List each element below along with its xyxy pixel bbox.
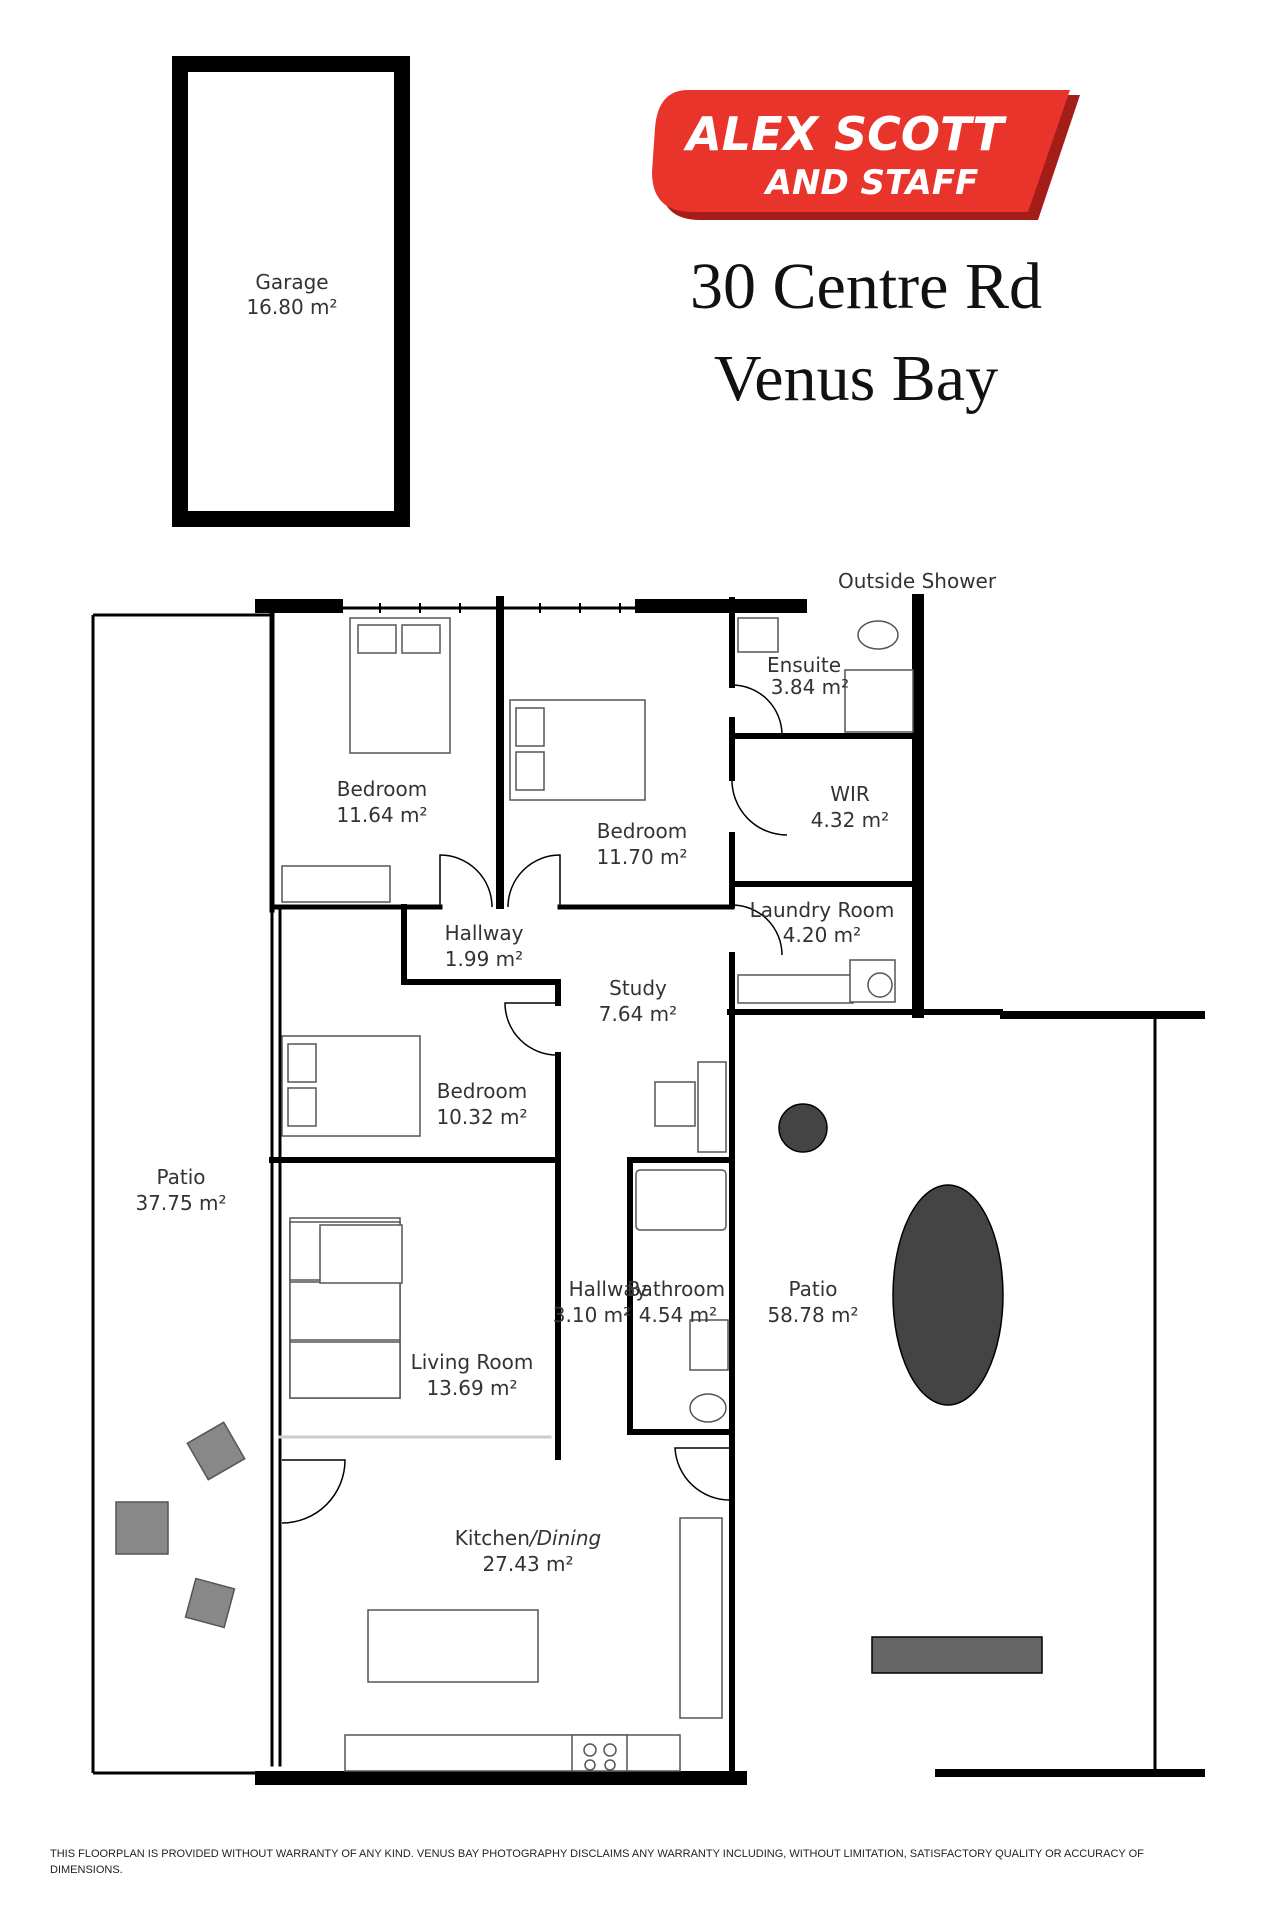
hallway1-name: Hallway — [445, 921, 524, 945]
wir-area: 4.32 m² — [811, 808, 889, 832]
windows — [379, 603, 621, 613]
disclaimer: THIS FLOORPLAN IS PROVIDED WITHOUT WARRA… — [50, 1848, 1144, 1876]
laundry-area: 4.20 m² — [783, 923, 861, 947]
kitchen-name: Kitchen/Dining — [455, 1526, 601, 1550]
hallway2-area: 3.10 m² — [553, 1303, 631, 1327]
bathroom-area: 4.54 m² — [639, 1303, 717, 1327]
logo-line2: AND STAFF — [763, 163, 979, 203]
address-street: 30 Centre Rd — [690, 250, 1042, 323]
bedroom1-name: Bedroom — [337, 777, 427, 801]
wir-name: WIR — [830, 782, 870, 806]
garage-area: 16.80 m² — [246, 295, 337, 319]
ensuite-name: Ensuite — [767, 653, 841, 677]
garage-name: Garage — [255, 270, 328, 294]
room-labels: Bedroom 11.64 m² Bedroom 11.70 m² Ensuit… — [135, 569, 996, 1576]
outside-shower-label: Outside Shower — [838, 569, 997, 593]
garage: Garage 16.80 m² — [172, 56, 410, 527]
brand-logo: ALEX SCOTT AND STAFF — [652, 90, 1080, 220]
hallway2-name: Hallway — [569, 1277, 648, 1301]
door-swings — [281, 684, 788, 1524]
logo-line1: ALEX SCOTT — [683, 107, 1007, 161]
laundry-name: Laundry Room — [750, 898, 895, 922]
kitchen-name-suffix: /Dining — [528, 1526, 601, 1550]
bathroom-name: Bathroom — [627, 1277, 725, 1301]
house-walls — [255, 594, 1003, 1785]
bedroom3-area: 10.32 m² — [436, 1105, 527, 1129]
kitchen-area: 27.43 m² — [482, 1552, 573, 1576]
patio-left — [91, 613, 270, 1775]
living-name: Living Room — [411, 1350, 534, 1374]
bedroom2-name: Bedroom — [597, 819, 687, 843]
ensuite-area: 3.84 m² — [771, 675, 849, 699]
patio-left-name: Patio — [156, 1165, 205, 1189]
hallway1-area: 1.99 m² — [445, 947, 523, 971]
bedroom2-area: 11.70 m² — [596, 845, 687, 869]
bedroom3-name: Bedroom — [437, 1079, 527, 1103]
bedroom1-area: 11.64 m² — [336, 803, 427, 827]
study-area: 7.64 m² — [599, 1002, 677, 1026]
address-suburb: Venus Bay — [714, 342, 998, 415]
patio-right-area: 58.78 m² — [767, 1303, 858, 1327]
kitchen-name-main: Kitchen — [455, 1526, 530, 1550]
patio-right-name: Patio — [788, 1277, 837, 1301]
study-name: Study — [609, 976, 667, 1000]
living-area: 13.69 m² — [426, 1376, 517, 1400]
logo-badge — [652, 90, 1070, 212]
furniture — [115, 617, 1043, 1772]
patio-left-area: 37.75 m² — [135, 1191, 226, 1215]
patio-right — [935, 1011, 1205, 1777]
